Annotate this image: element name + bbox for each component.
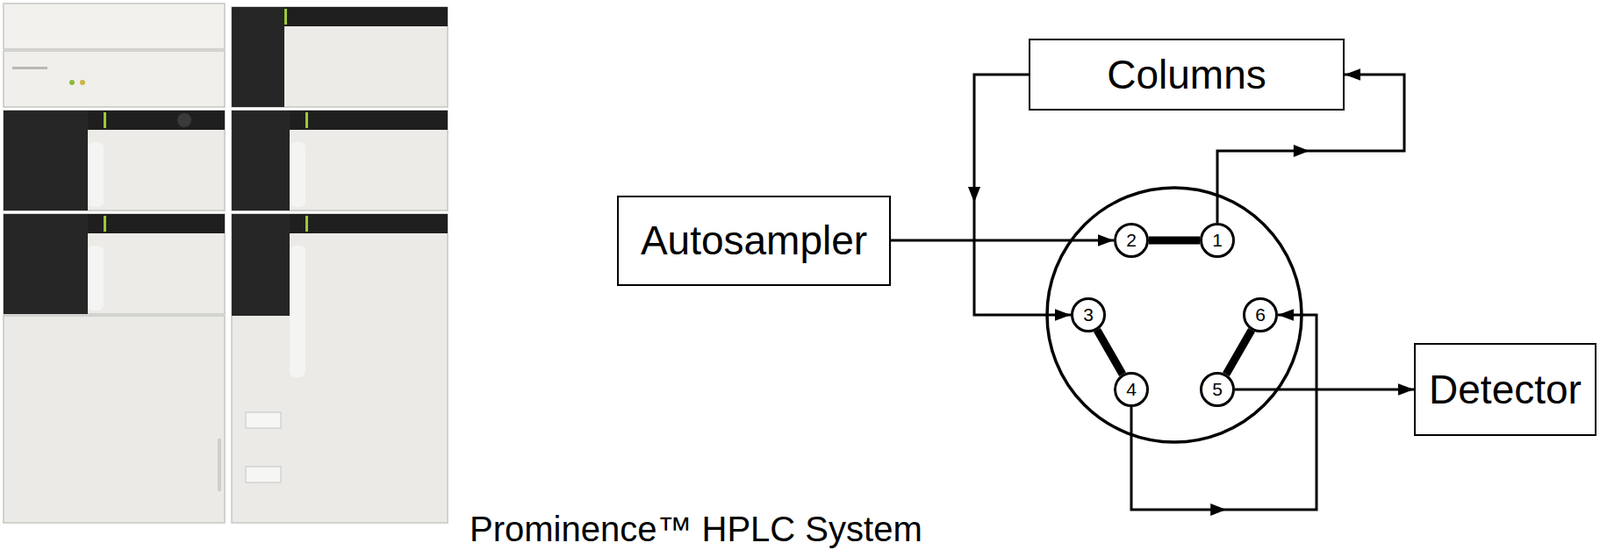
accent-line	[305, 112, 309, 129]
valve-port: 3	[1070, 297, 1106, 333]
button-strip	[87, 142, 104, 208]
module-panel	[231, 7, 448, 108]
accent-line	[103, 112, 107, 129]
right-tower	[231, 7, 448, 524]
control-panel	[231, 214, 290, 316]
port-circle	[1244, 299, 1278, 332]
flow-line	[1234, 388, 1414, 392]
module-panel	[231, 214, 448, 524]
valve-port: 1	[1199, 222, 1235, 259]
component-label: Columns	[1106, 51, 1267, 99]
left-tower	[3, 3, 225, 524]
cabinet-door	[3, 315, 225, 524]
flow-arrow	[968, 186, 981, 203]
valve-port: 2	[1113, 222, 1149, 259]
figure-caption: Prominence™ HPLC System	[469, 511, 923, 547]
flow-arrow	[1293, 144, 1310, 158]
flow-line	[1131, 315, 1317, 510]
status-led	[79, 79, 86, 86]
port-link	[1226, 330, 1252, 374]
door-handle	[217, 438, 222, 492]
port-circle	[1201, 224, 1235, 258]
port-number: 1	[1212, 229, 1223, 252]
control-panel	[231, 7, 285, 108]
port-number: 6	[1255, 304, 1266, 326]
port-link	[1097, 330, 1123, 374]
flow-arrow	[1210, 503, 1227, 517]
component-box: Detector	[1413, 343, 1597, 437]
port-circle	[1201, 373, 1235, 407]
status-led	[69, 79, 75, 86]
port-circle	[1115, 224, 1148, 258]
button-strip	[289, 245, 306, 378]
tray-slot	[245, 466, 281, 483]
tray-slot	[245, 412, 281, 429]
component-box: Columns	[1028, 38, 1345, 111]
port-circle	[1115, 373, 1148, 407]
valve-body	[1047, 187, 1302, 443]
valve-port: 5	[1199, 372, 1235, 408]
button-strip	[87, 245, 104, 311]
module-panel	[3, 110, 225, 211]
flow-line	[890, 239, 1114, 243]
port-link	[1148, 236, 1200, 245]
port-circle	[1072, 299, 1105, 332]
module-panel	[3, 50, 225, 108]
component-label: Autosampler	[640, 217, 868, 265]
port-number: 4	[1126, 379, 1137, 401]
control-panel	[231, 110, 290, 211]
accent-line	[284, 8, 287, 25]
port-number: 5	[1212, 379, 1223, 401]
valve-port: 6	[1242, 297, 1278, 333]
port-number: 2	[1126, 229, 1137, 252]
valve-port: 4	[1113, 372, 1149, 408]
accent-line	[305, 215, 309, 232]
control-panel	[3, 214, 88, 315]
module-panel	[3, 3, 225, 50]
flow-line	[974, 74, 1071, 316]
module-panel	[3, 214, 225, 315]
component-label: Detector	[1428, 366, 1582, 414]
accent-line	[103, 215, 107, 232]
component-box: Autosampler	[617, 195, 891, 287]
knob	[177, 113, 192, 128]
control-panel	[3, 110, 88, 211]
button-strip	[289, 142, 306, 208]
port-number: 3	[1083, 304, 1094, 326]
panel-mark	[12, 66, 48, 70]
module-panel	[231, 110, 448, 211]
